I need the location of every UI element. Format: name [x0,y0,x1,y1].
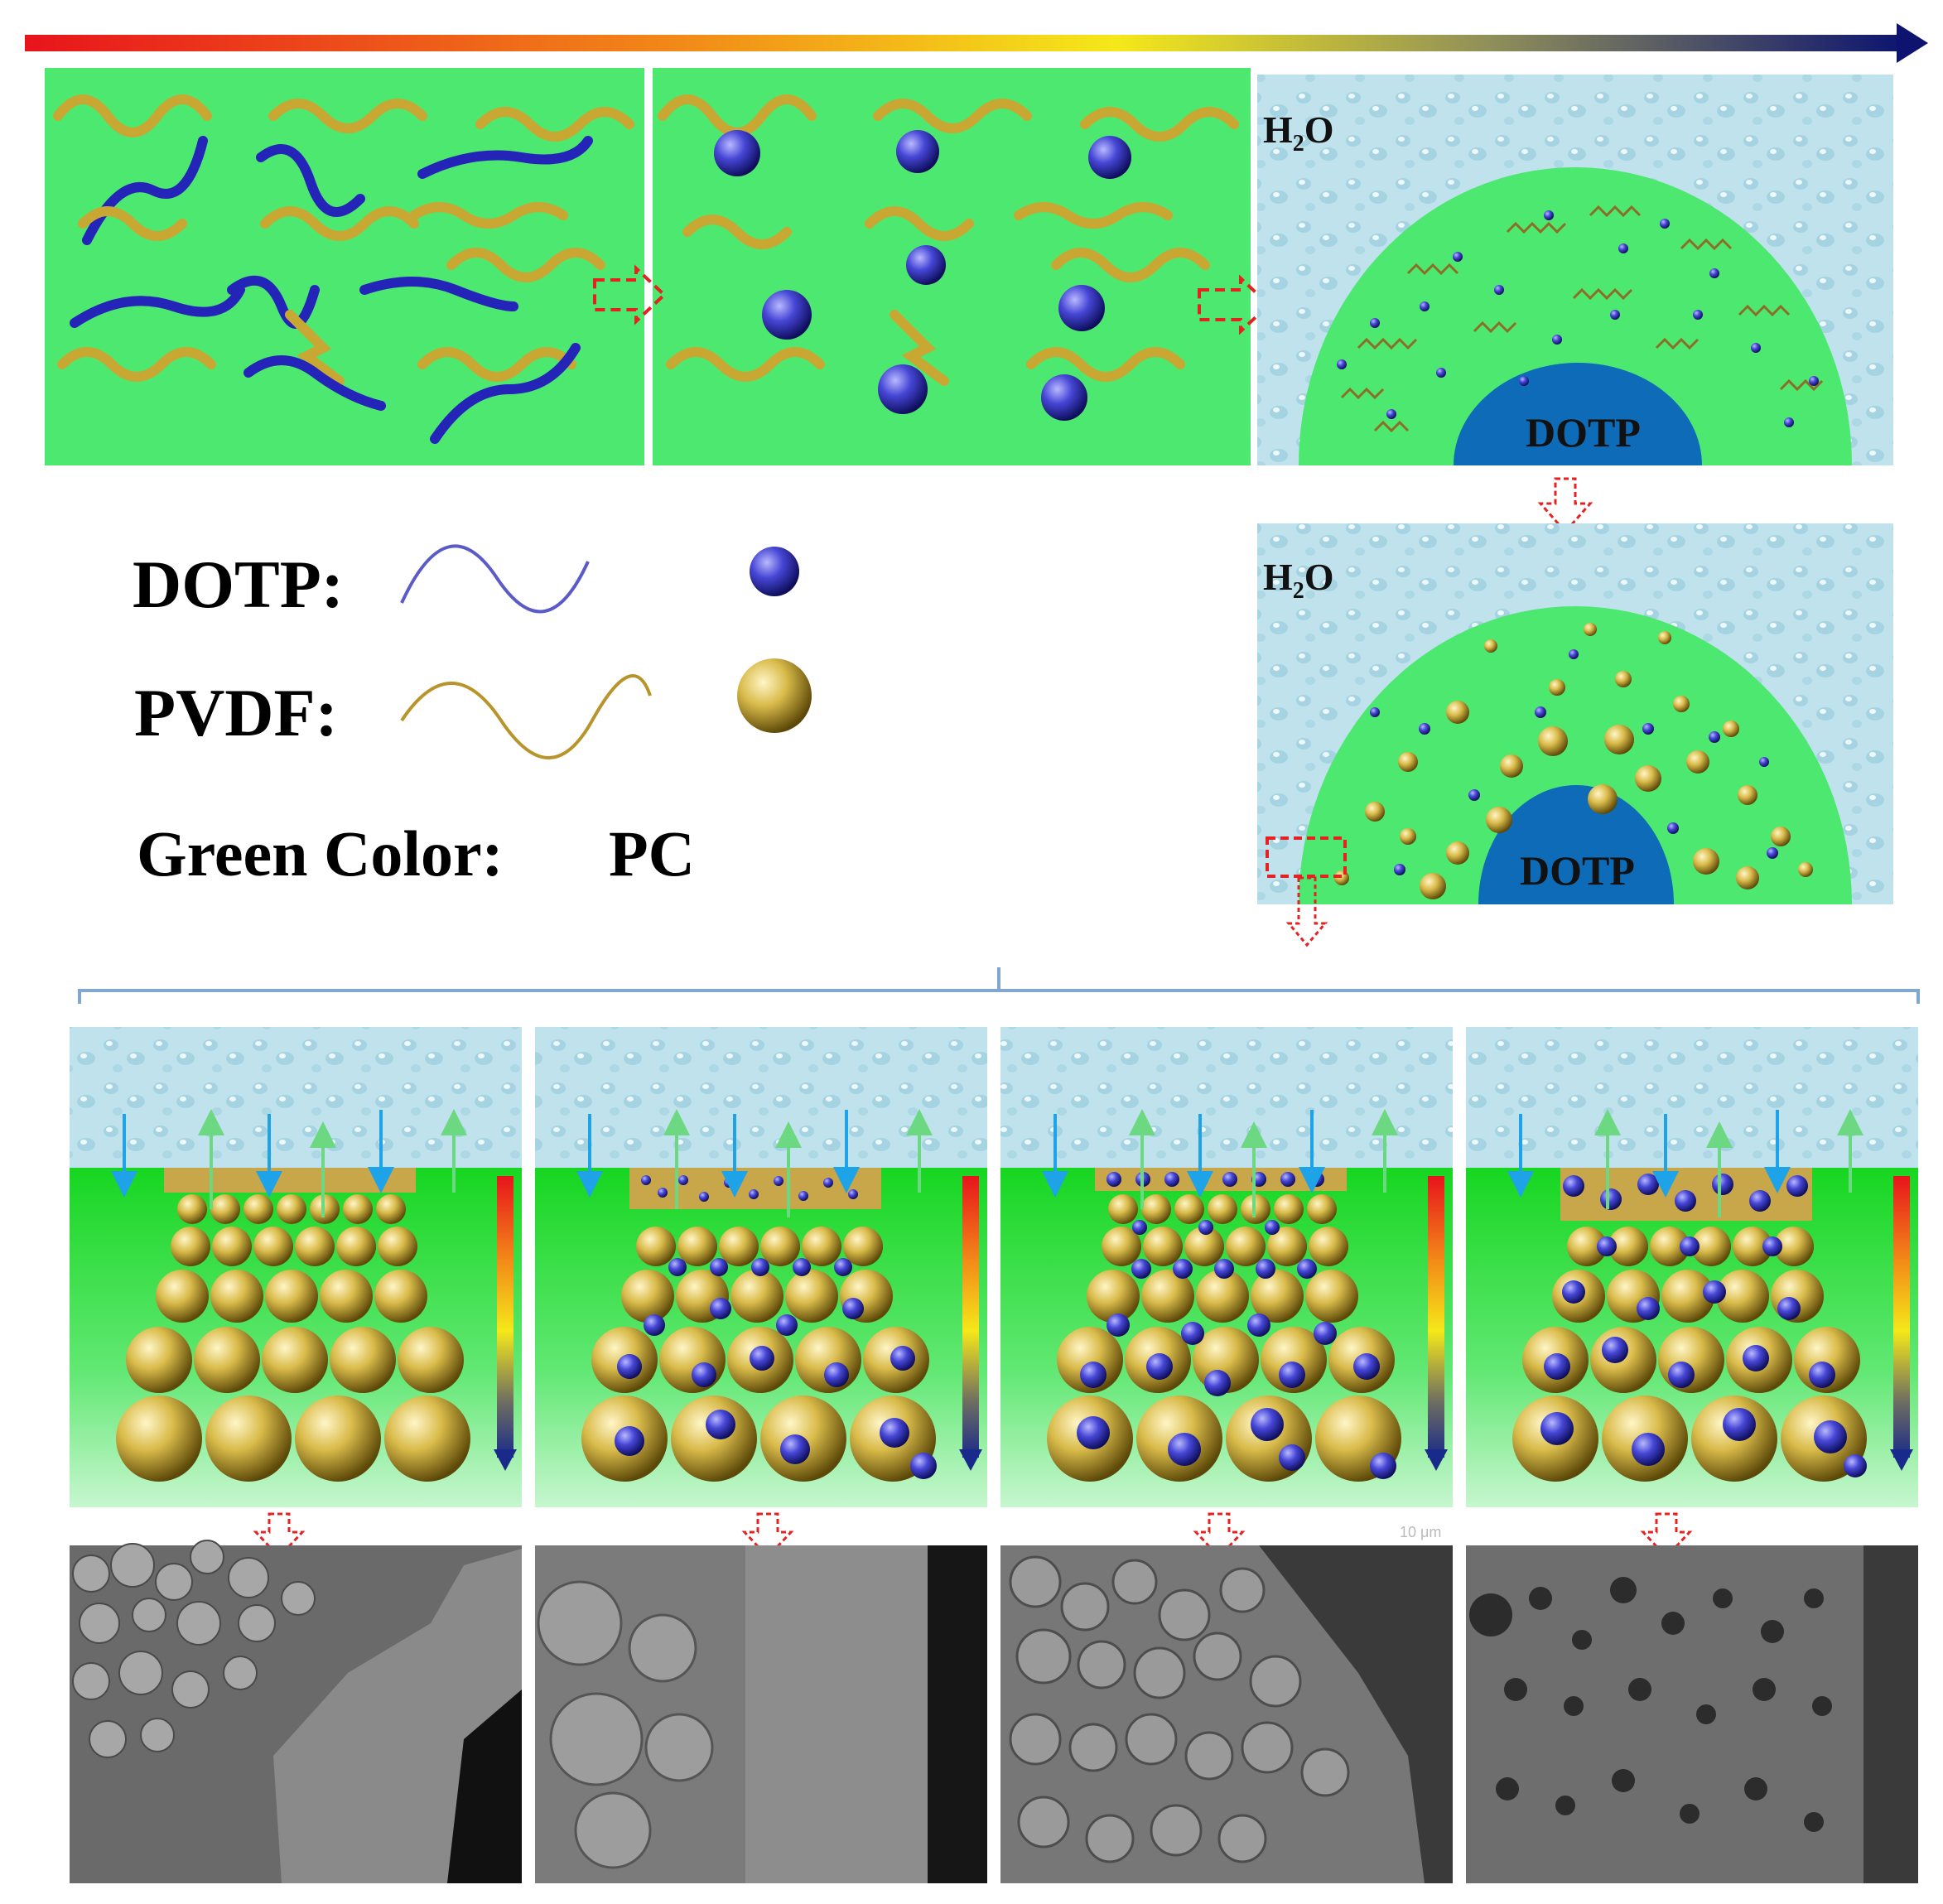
bracket [78,967,1920,1004]
legend-pvdf-label: PVDF: [134,675,338,750]
membrane-panels [70,1027,1918,1507]
panel-phase-separation [653,68,1251,465]
sem-image-4 [1466,1545,1918,1883]
sem-image-1 [70,1540,522,1883]
dotp-spheres [714,130,1131,421]
process-arrow [25,23,1928,63]
legend-glyphs [400,544,812,759]
membrane-panel-3 [1000,1027,1453,1507]
sem-image-2 [535,1545,987,1883]
dotp-core-label-bottom: DOTP [1520,847,1635,894]
zoom-arrow [1285,876,1328,947]
panel-droplet-spheres [1257,523,1893,904]
sem-arrows [253,1512,1693,1559]
sem-scale-hint: 10 μm [1400,1524,1442,1540]
legend-dotp-label: DOTP: [133,547,345,622]
membrane-panel-4 [1466,1027,1918,1507]
legend-green-label: Green Color: [137,817,504,889]
dotp-core-label-top: DOTP [1526,409,1641,456]
legend-green-value: PC [609,817,695,889]
panel-solution-chains [45,68,644,465]
sem-image-3 [1000,1545,1453,1883]
sem-images [70,1540,1918,1883]
membrane-panel-2 [535,1027,987,1507]
red-hollow-arrow [1537,477,1593,534]
water-label-top: H2O [1263,108,1334,157]
red-dashed-arrow [593,264,1271,335]
water-label-bottom: H2O [1263,556,1334,605]
membrane-panel-1 [70,1027,522,1507]
panel-droplet-chains [1257,75,1893,465]
